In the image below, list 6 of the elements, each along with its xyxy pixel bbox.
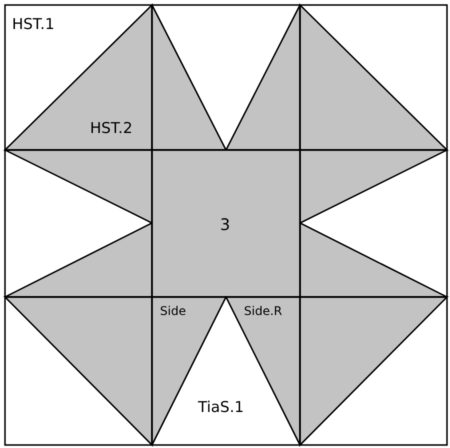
piece-label: Side (160, 305, 186, 317)
block-number: 3 (220, 217, 230, 233)
block-label: HST.2 (90, 121, 132, 136)
block-label: TiaS.1 (198, 400, 244, 415)
piece-label: Side.R (244, 305, 282, 317)
block-label: HST.1 (12, 17, 54, 32)
